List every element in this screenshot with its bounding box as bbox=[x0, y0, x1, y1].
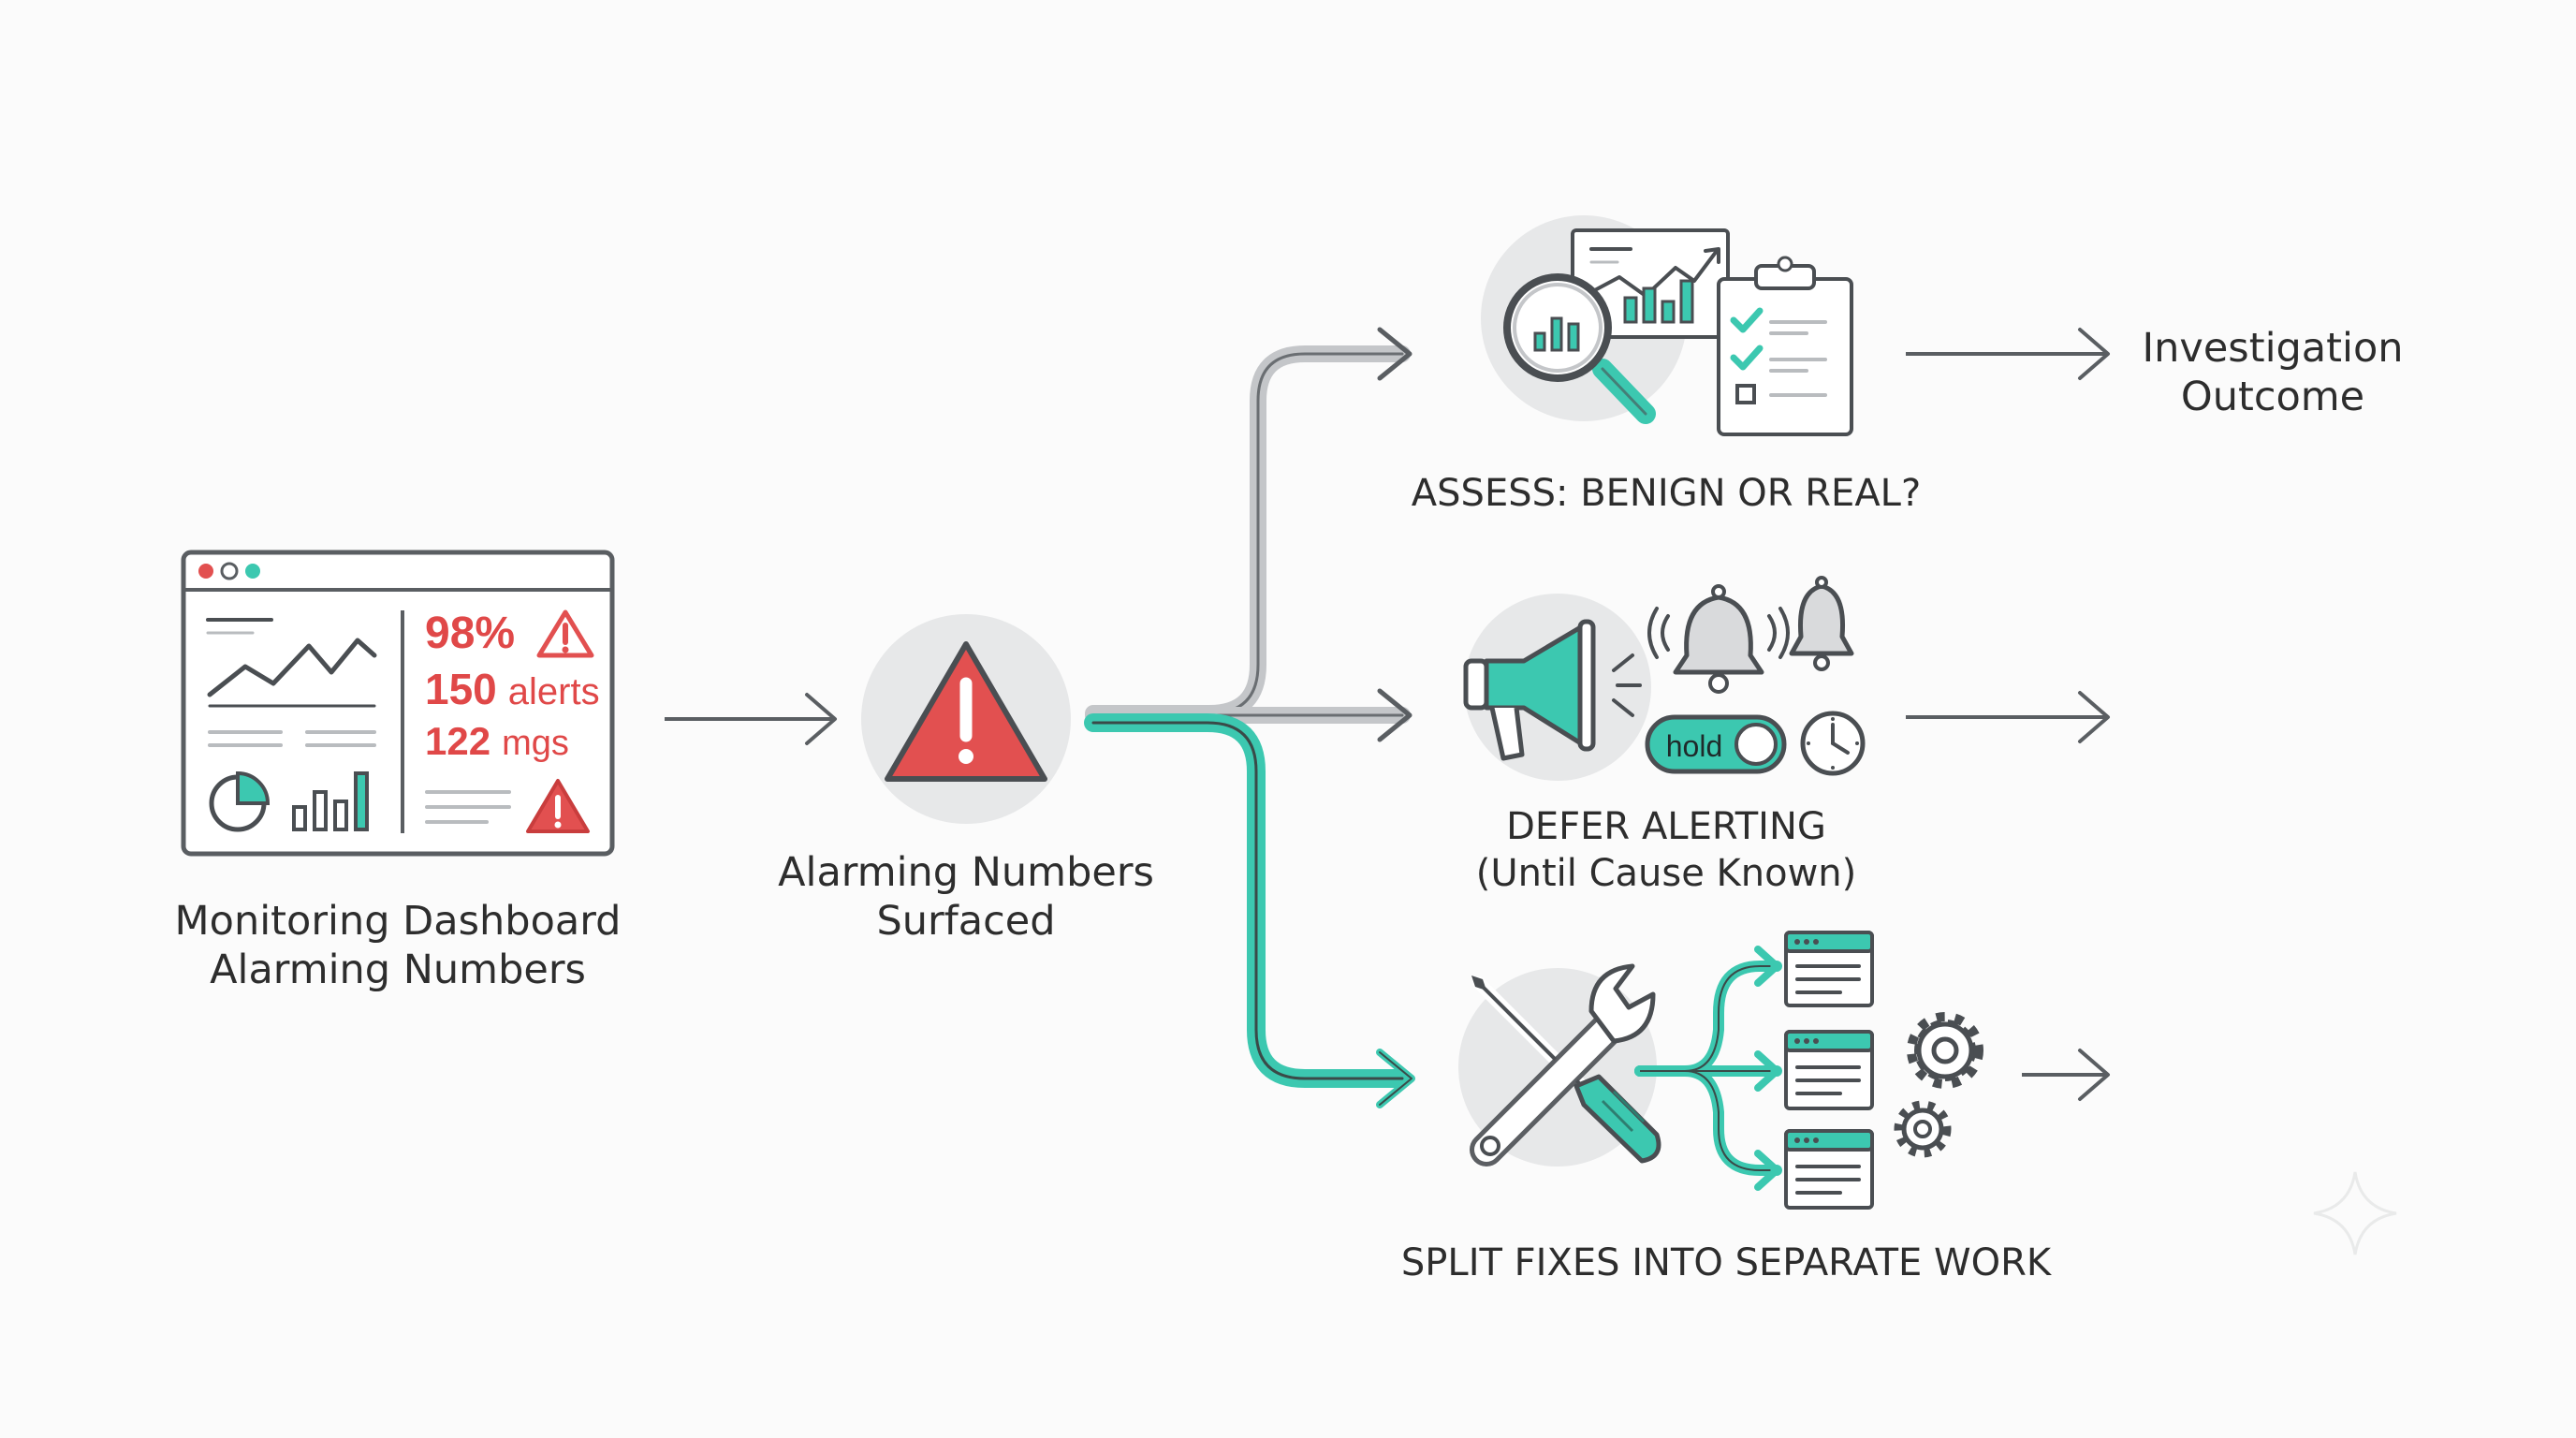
split-branches bbox=[1634, 946, 1782, 1191]
warning-filled-icon bbox=[526, 779, 590, 833]
arrow-assess-to-outcome bbox=[1906, 328, 2110, 380]
surfaced-label-line2: Surfaced bbox=[876, 898, 1055, 945]
metric-mgs: 122 mgs bbox=[425, 719, 569, 763]
gear-small-icon bbox=[1894, 1100, 1952, 1158]
warning-icon bbox=[536, 609, 594, 658]
defer-label-line2: (Until Cause Known) bbox=[1476, 852, 1857, 895]
metric-alerts: 150 alerts bbox=[425, 665, 600, 713]
assess-node: ASSESS: BENIGN OR REAL? bbox=[1412, 215, 1921, 515]
dashboard-window-icon bbox=[181, 550, 615, 857]
outcome-label-line2: Outcome bbox=[2181, 374, 2364, 420]
dashboard-label-line2: Alarming Numbers bbox=[210, 946, 586, 993]
megaphone-icon bbox=[1463, 619, 1642, 761]
hold-toggle-label: hold bbox=[1666, 729, 1723, 763]
ringing-bell-icon bbox=[1647, 584, 1790, 694]
magnifier-icon bbox=[1503, 273, 1656, 424]
surfaced-node: Alarming Numbers Surfaced bbox=[778, 614, 1154, 945]
bell-icon bbox=[1789, 576, 1854, 671]
clock-icon bbox=[1800, 711, 1866, 776]
work-item-window-icon-2 bbox=[1784, 1030, 1874, 1110]
dashboard-label-line1: Monitoring Dashboard bbox=[175, 898, 622, 945]
split-node: SPLIT FIXES INTO SEPARATE WORK bbox=[1401, 931, 2053, 1284]
sparkle-icon bbox=[2313, 1171, 2397, 1255]
defer-label-line1: DEFER ALERTING bbox=[1506, 805, 1826, 848]
arrow-split-out bbox=[2022, 1049, 2110, 1101]
hold-toggle[interactable]: hold bbox=[1645, 714, 1787, 774]
metric-alerts-unit: alerts bbox=[508, 671, 600, 712]
surfaced-label-line1: Alarming Numbers bbox=[778, 849, 1154, 896]
assess-label: ASSESS: BENIGN OR REAL? bbox=[1412, 472, 1921, 515]
work-item-window-icon-1 bbox=[1784, 931, 1874, 1007]
metric-mgs-value: 122 bbox=[425, 719, 490, 763]
dashboard-node: 98% 150 alerts 122 mgs Monitoring Dashboar… bbox=[175, 550, 622, 993]
split-label: SPLIT FIXES INTO SEPARATE WORK bbox=[1401, 1241, 2053, 1284]
arrow-dashboard-to-surfaced bbox=[665, 693, 837, 745]
alert-triangle-icon bbox=[885, 641, 1047, 782]
metric-mgs-unit: mgs bbox=[502, 724, 569, 763]
outcome-label-line1: Investigation bbox=[2142, 325, 2403, 372]
clipboard-checklist-icon bbox=[1717, 256, 1853, 436]
defer-node: hold DEFER ALERTING (Until Cause Known) bbox=[1463, 576, 1866, 895]
gear-large-icon bbox=[1907, 1012, 1983, 1089]
metric-alerts-value: 150 bbox=[425, 665, 497, 713]
work-item-window-icon-3 bbox=[1784, 1129, 1874, 1210]
wrench-screwdriver-icon bbox=[1470, 963, 1661, 1167]
metric-percent: 98% bbox=[425, 609, 515, 658]
branch-connectors bbox=[1084, 327, 1415, 1108]
arrow-defer-out bbox=[1906, 691, 2110, 743]
